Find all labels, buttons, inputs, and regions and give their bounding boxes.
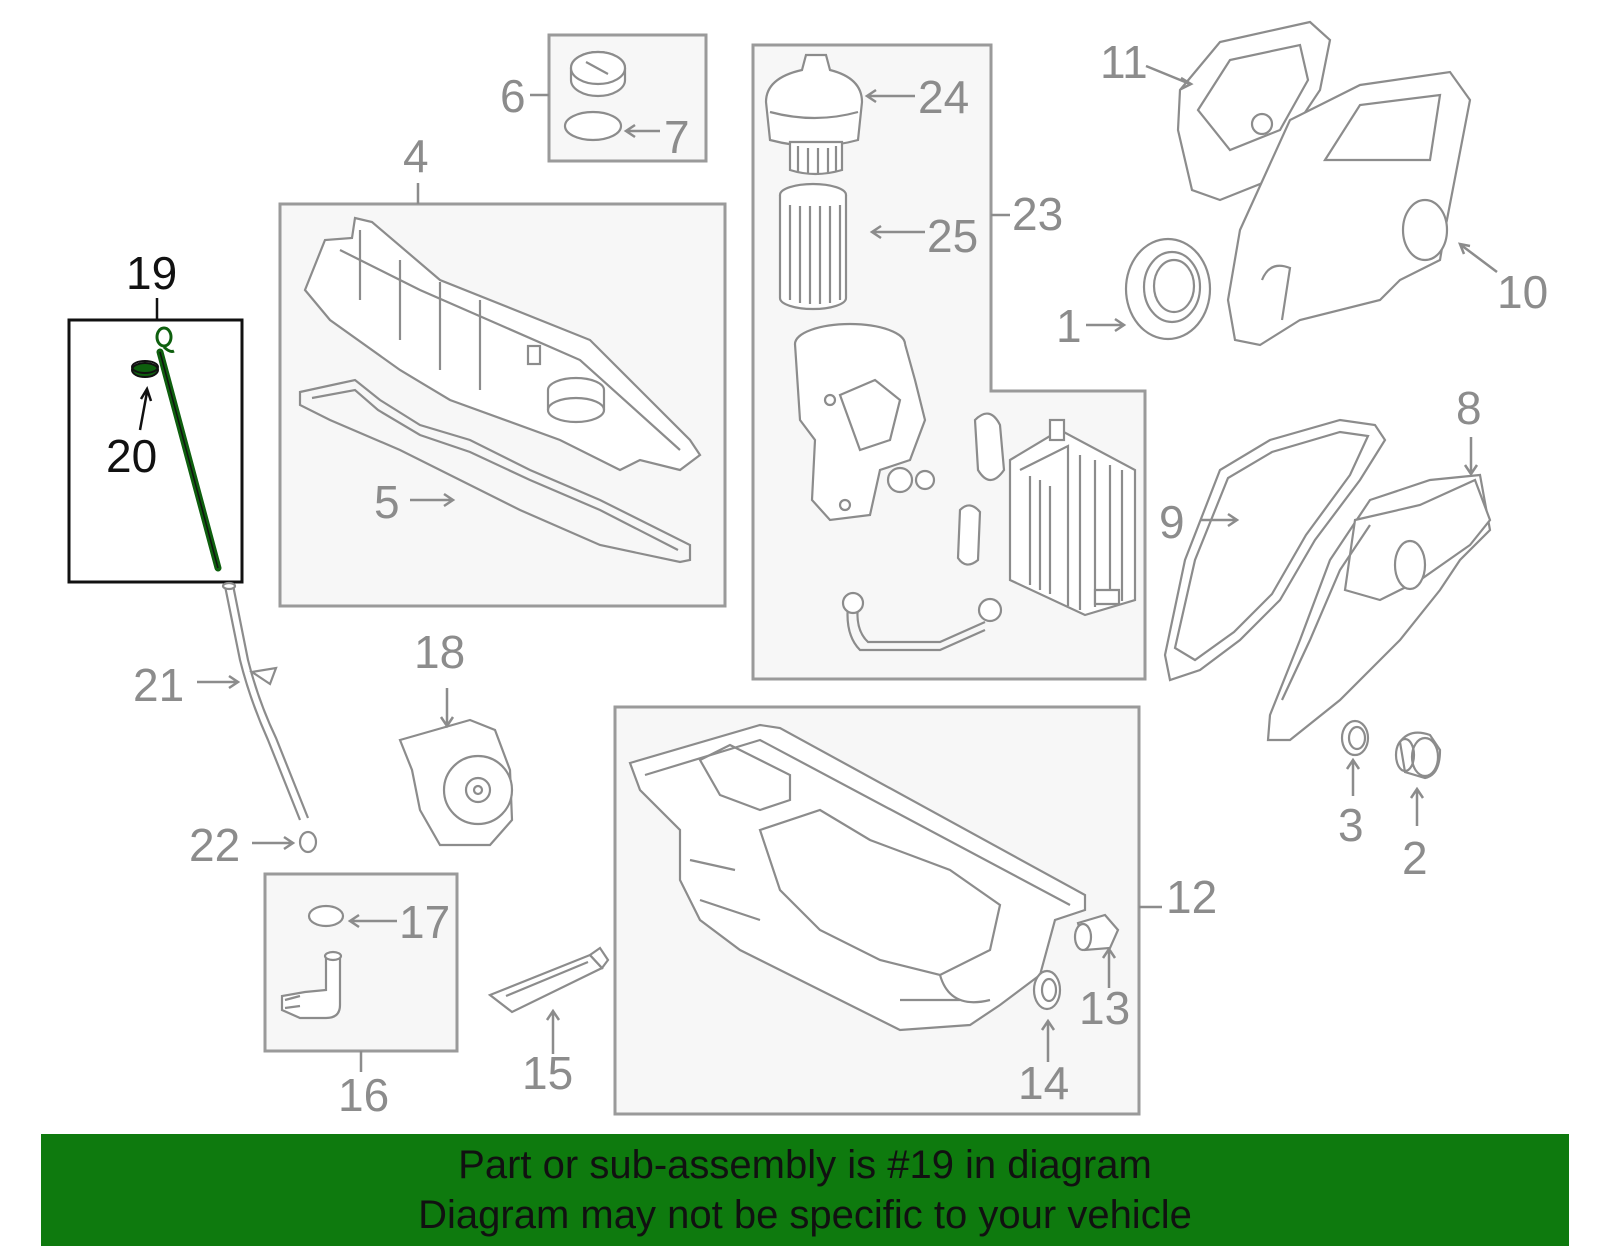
dipstick-tube-part-21[interactable] — [221, 581, 310, 821]
cap-seal-part-7[interactable] — [563, 110, 623, 142]
oil-filler-cap-part-6[interactable] — [569, 50, 627, 98]
dipstick-part-19[interactable] — [155, 326, 222, 572]
leader-7 — [623, 123, 660, 139]
leader-22 — [252, 835, 296, 851]
info-banner: Part or sub-assembly is #19 in diagram D… — [41, 1134, 1569, 1246]
leader-20 — [138, 386, 153, 431]
drain-plug-washer-part-14[interactable] — [1032, 969, 1062, 1011]
callout-17[interactable]: 17 — [399, 896, 450, 948]
callout-10[interactable]: 10 — [1497, 266, 1548, 318]
seal-part-17[interactable] — [307, 904, 345, 928]
leader-1 — [1086, 317, 1127, 333]
banner-line-disclaimer: Diagram may not be specific to your vehi… — [418, 1193, 1192, 1237]
leader-8 — [1463, 437, 1479, 477]
leader-5 — [410, 492, 456, 508]
callout-16[interactable]: 16 — [338, 1069, 389, 1121]
callout-24[interactable]: 24 — [918, 71, 969, 123]
leader-13 — [1101, 946, 1117, 988]
oil-filter-housing[interactable] — [793, 322, 936, 522]
callout-14[interactable]: 14 — [1018, 1057, 1069, 1109]
group-box-6[interactable] — [547, 33, 708, 163]
leader-14 — [1040, 1018, 1056, 1062]
callout-9[interactable]: 9 — [1159, 496, 1185, 548]
sensor-part-16[interactable] — [280, 950, 343, 1020]
leader-24 — [864, 88, 915, 104]
callout-4[interactable]: 4 — [403, 130, 429, 182]
leader-3 — [1345, 757, 1361, 796]
group-box-16[interactable] — [263, 872, 459, 1053]
pulley-part-2[interactable] — [1394, 731, 1442, 780]
callout-2[interactable]: 2 — [1402, 832, 1428, 884]
gasket-part-9[interactable] — [1163, 418, 1387, 682]
callout-19[interactable]: 19 — [126, 247, 177, 299]
callout-18[interactable]: 18 — [414, 626, 465, 678]
leader-2 — [1409, 786, 1425, 826]
leader-21 — [197, 674, 241, 690]
callout-23[interactable]: 23 — [1012, 188, 1063, 240]
callout-5[interactable]: 5 — [374, 476, 400, 528]
timing-cover-part-11[interactable] — [1176, 20, 1332, 202]
leader-10 — [1457, 242, 1498, 273]
callout-20[interactable]: 20 — [106, 430, 157, 482]
callout-1[interactable]: 1 — [1056, 300, 1082, 352]
callout-7[interactable]: 7 — [664, 111, 690, 163]
leader-11 — [1145, 64, 1194, 91]
callout-25[interactable]: 25 — [927, 210, 978, 262]
banner-line-part-number: Part or sub-assembly is #19 in diagram — [458, 1143, 1152, 1187]
oil-cooler[interactable] — [841, 412, 1137, 652]
filter-housing-cap-part-24[interactable] — [764, 53, 864, 176]
leader-18 — [439, 688, 455, 729]
callout-8[interactable]: 8 — [1456, 382, 1482, 434]
callout-3[interactable]: 3 — [1338, 799, 1364, 851]
valve-cover-part-4[interactable] — [303, 216, 702, 472]
oil-pan-part-12[interactable] — [628, 723, 1087, 1032]
leader-25 — [869, 224, 925, 240]
sealant-tube-part-15[interactable] — [487, 946, 610, 1014]
oil-filter-element-part-25[interactable] — [778, 182, 848, 311]
callout-21[interactable]: 21 — [133, 659, 184, 711]
pump-part-18[interactable] — [398, 718, 514, 847]
oring-part-20[interactable] — [131, 360, 159, 378]
callout-15[interactable]: 15 — [522, 1047, 573, 1099]
engine-cover-part-8[interactable] — [1266, 473, 1492, 742]
seal-part-3[interactable] — [1340, 719, 1370, 757]
leader-17 — [347, 913, 397, 929]
front-cover-part-10[interactable] — [1226, 70, 1472, 347]
leader-9 — [1200, 512, 1240, 528]
drain-plug-part-13[interactable] — [1073, 913, 1120, 952]
front-seal-part-1[interactable] — [1124, 237, 1212, 341]
leader-15 — [545, 1008, 561, 1054]
valve-cover-gasket-part-5[interactable] — [298, 378, 692, 564]
oring-part-22[interactable] — [298, 830, 318, 854]
callout-11[interactable]: 11 — [1100, 36, 1148, 88]
callout-6[interactable]: 6 — [500, 70, 526, 122]
callout-13[interactable]: 13 — [1079, 982, 1130, 1034]
callout-22[interactable]: 22 — [189, 819, 240, 871]
callout-12[interactable]: 12 — [1166, 871, 1217, 923]
